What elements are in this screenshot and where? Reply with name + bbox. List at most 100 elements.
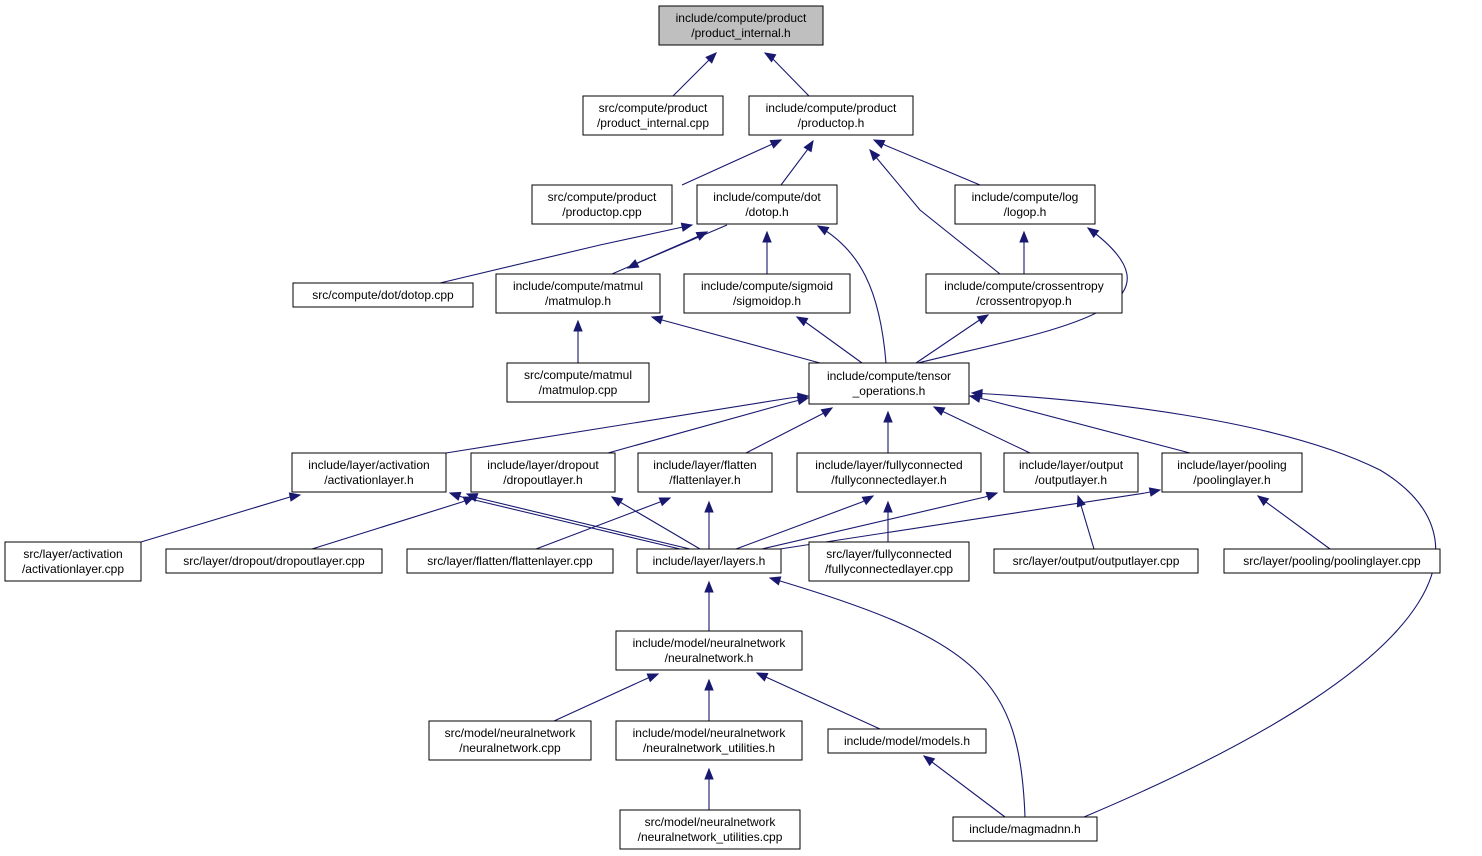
node-label-line: /productop.cpp [562,205,642,219]
node-label-line: src/model/neuralnetwork [645,815,777,829]
node-label-line: src/layer/activation [23,547,122,561]
node-box [637,452,773,493]
node-label-line: include/layer/pooling [1177,458,1286,472]
node-box [291,452,447,493]
node-tensor-ops-h[interactable]: include/compute/tensor_operations.h [808,362,970,405]
node-box [428,720,592,761]
edge-line [779,489,1161,550]
edge-logop_h-to-productop_h [872,139,981,186]
node-src-neuralnetwork[interactable]: src/model/neuralnetwork/neuralnetwork.cp… [428,720,592,761]
edge-arrowhead-2 [769,139,783,149]
edge-arrowhead-35 [1256,495,1270,507]
node-label-line: include/layer/flatten [653,458,756,472]
node-label-line: include/compute/product [676,11,807,25]
node-label-line: include/layer/dropout [487,458,599,472]
edge-arrowhead-6 [680,222,694,232]
node-label-line: /fullyconnectedlayer.cpp [825,562,953,576]
edge-src_nn_utilities-to-nn_utilities_h [704,767,714,810]
edge-arrowhead-34 [1148,487,1162,497]
edge-line [611,231,708,275]
node-poolinglayer-h[interactable]: include/layer/pooling/poolinglayer.h [1161,452,1303,493]
node-magmadnn-h[interactable]: include/magmadnn.h [952,816,1098,842]
node-box [615,630,803,671]
edge-line [651,316,821,364]
node-src-flattenlayer[interactable]: src/layer/flatten/flattenlayer.cpp [406,548,614,574]
edge-src_dropoutlayer-to-dropoutlayer_h [311,496,476,550]
node-layers-h[interactable]: include/layer/layers.h [636,548,782,574]
node-src-dropoutlayer[interactable]: src/layer/dropout/dropoutlayer.cpp [165,548,383,574]
edge-arrowhead-1 [763,52,777,63]
node-outputlayer-h[interactable]: include/layer/output/outputlayer.h [1003,452,1139,493]
edge-line [449,492,681,550]
node-src-dotop[interactable]: src/compute/dot/dotop.cpp [292,282,474,308]
edge-magmadnn_h-to-layers_h [768,576,1026,818]
node-label-line: include/compute/log [972,190,1079,204]
node-box [292,282,474,308]
edge-layers_h-to-poolinglayer_h [779,487,1162,550]
edge-sigmoidop_h-to-dotop_h [762,230,772,274]
node-label-line: src/compute/product [599,101,708,115]
edge-line [917,227,1128,364]
edge-arrowhead-32 [985,491,999,501]
node-src-productop[interactable]: src/compute/product/productop.cpp [531,184,673,225]
edge-arrowhead-20 [883,410,893,423]
node-dropoutlayer-h[interactable]: include/layer/dropout/dropoutlayer.h [470,452,616,493]
node-nn-utilities-h[interactable]: include/model/neuralnetwork/neuralnetwor… [615,720,803,761]
node-box [808,541,970,582]
edge-tensor_ops_h-to-matmulop_h [650,315,821,364]
edge-arrowhead-24 [288,492,302,502]
node-label-line: include/compute/dot [713,190,821,204]
edge-dropoutlayer_h-to-tensor_ops_h [607,395,810,454]
edge-src_poolinglayer-to-poolinglayer_h [1256,495,1331,550]
node-neuralnetwork-h[interactable]: include/model/neuralnetwork/neuralnetwor… [615,630,803,671]
edge-arrowhead-31 [883,500,893,513]
edge-src_matmulop-to-matmulop_h [573,319,583,363]
edge-arrowhead-11 [1019,230,1029,243]
node-root[interactable]: include/compute/product/product_internal… [658,5,824,46]
node-activationlayer-h[interactable]: include/layer/activation/activationlayer… [291,452,447,493]
edge-line [439,224,693,284]
node-logop-h[interactable]: include/compute/log/logop.h [954,184,1096,225]
node-box [165,548,383,574]
edge-tensor_ops_h-to-logop_h [917,227,1128,364]
node-label-line: include/compute/crossentropy [944,279,1103,293]
edge-arrowhead-19 [820,407,834,418]
node-src-matmulop[interactable]: src/compute/matmul/matmulop.cpp [506,362,650,403]
node-models-h[interactable]: include/model/models.h [827,728,987,754]
node-label-line: include/compute/matmul [513,279,643,293]
edge-arrowhead-12 [1086,227,1100,239]
node-src-activationlayer[interactable]: src/layer/activation/activationlayer.cpp [4,541,142,582]
node-src-nn-utilities[interactable]: src/model/neuralnetwork/neuralnetwork_ut… [619,809,801,850]
node-box [696,184,838,225]
node-productop-h[interactable]: include/compute/product/productop.h [748,95,914,136]
node-label-line: /poolinglayer.h [1193,473,1270,487]
node-label-line: include/compute/tensor [827,369,951,383]
node-fullyconnectedlayer-h[interactable]: include/layer/fullyconnected/fullyconnec… [796,452,982,493]
edge-arrowhead-23 [970,388,983,399]
edge-arrowhead-39 [704,678,714,691]
edge-src_flattenlayer-to-flattenlayer_h [535,497,672,550]
edge-line [681,139,782,186]
node-matmulop-h[interactable]: include/compute/matmul/matmulop.h [495,273,661,314]
edge-arrowhead-14 [650,315,664,325]
edge-layers_h-to-flattenlayer_h [610,496,701,550]
edge-arrowhead-41 [704,767,714,780]
edge-line [311,496,475,550]
edge-line [735,495,874,550]
edge-arrowhead-10 [626,259,640,269]
node-flattenlayer-h[interactable]: include/layer/flatten/flattenlayer.h [637,452,773,493]
node-src-product-internal[interactable]: src/compute/product/product_internal.cpp [582,95,724,136]
edge-src_activationlayer-to-activationlayer_h [140,492,302,543]
edge-line [869,149,1001,275]
node-crossentropyop-h[interactable]: include/compute/crossentropy/crossentrop… [925,273,1123,314]
node-dotop-h[interactable]: include/compute/dot/dotop.h [696,184,838,225]
node-label-line: /matmulop.cpp [539,383,618,397]
node-box [406,548,614,574]
edge-line [745,407,833,454]
node-src-fullyconnectedlayer[interactable]: src/layer/fullyconnected/fullyconnectedl… [808,541,970,582]
edge-arrowhead-37 [768,576,782,586]
node-src-poolinglayer[interactable]: src/layer/pooling/poolinglayer.cpp [1223,548,1441,574]
node-src-outputlayer[interactable]: src/layer/output/outputlayer.cpp [993,548,1199,574]
node-sigmoidop-h[interactable]: include/compute/sigmoid/sigmoidop.h [683,273,851,314]
node-box [636,548,782,574]
